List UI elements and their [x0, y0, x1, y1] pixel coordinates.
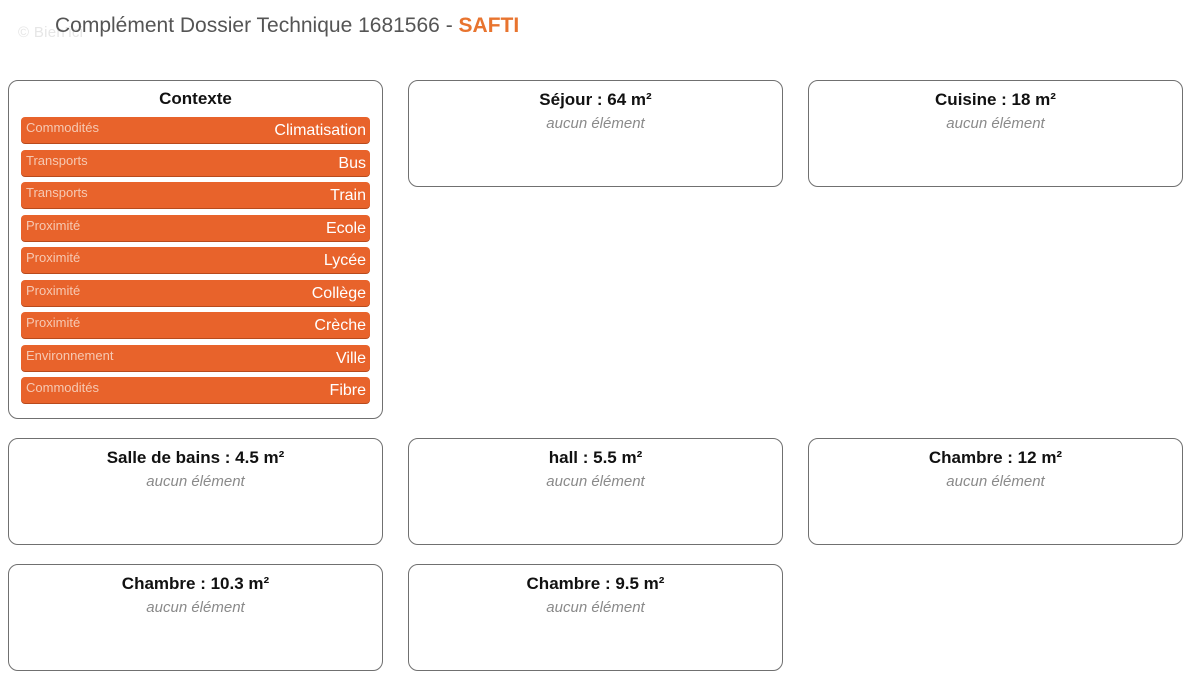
watermark: © Bien'ici	[18, 24, 84, 41]
contexte-item-value: Crèche	[314, 317, 366, 334]
contexte-title: Contexte	[159, 89, 232, 108]
contexte-list: Commodités Climatisation Transports Bus …	[21, 117, 370, 410]
contexte-item: Transports Train	[21, 182, 370, 208]
room-empty-text: aucun élément	[946, 115, 1045, 132]
room-title: Séjour : 64 m²	[539, 90, 652, 109]
contexte-item: Transports Bus	[21, 149, 370, 176]
room-title: hall : 5.5 m²	[548, 448, 643, 467]
room-title: Chambre : 9.5 m²	[526, 574, 665, 593]
brand-name: SAFTI	[458, 14, 520, 37]
contexte-item: Proximité Collège	[21, 279, 370, 306]
contexte-item-category: Commodités	[26, 120, 99, 135]
contexte-item-value: Climatisation	[274, 122, 366, 139]
contexte-item-category: Proximité	[26, 250, 81, 265]
room-empty-text: aucun élément	[546, 115, 645, 132]
contexte-item: Commodités Fibre	[21, 377, 370, 403]
room-title: Chambre : 12 m²	[928, 448, 1063, 467]
contexte-item-value: Fibre	[329, 382, 366, 399]
room-card-chambre-3: Chambre : 9.5 m² aucun élément	[408, 564, 783, 671]
contexte-item-value: Collège	[311, 284, 366, 302]
contexte-card: Contexte Commodités Climatisation Transp…	[8, 80, 383, 419]
room-card-salle-de-bains: Salle de bains : 4.5 m² aucun élément	[8, 438, 383, 545]
room-empty-text: aucun élément	[546, 473, 645, 490]
contexte-item: Proximité Lycée	[21, 247, 370, 273]
contexte-item: Commodités Climatisation	[21, 117, 370, 143]
room-empty-text: aucun élément	[146, 473, 245, 490]
contexte-item-value: Ville	[336, 349, 366, 367]
contexte-item: Proximité Ecole	[21, 214, 370, 241]
room-empty-text: aucun élément	[146, 599, 245, 616]
contexte-item-value: Train	[330, 187, 366, 204]
contexte-item-category: Proximité	[26, 315, 81, 330]
title-separator: -	[439, 14, 459, 37]
room-card-hall: hall : 5.5 m² aucun élément	[408, 438, 783, 545]
contexte-item-category: Transports	[26, 152, 88, 168]
contexte-item-category: Proximité	[26, 217, 81, 233]
room-empty-text: aucun élément	[546, 599, 645, 616]
room-card-cuisine: Cuisine : 18 m² aucun élément	[808, 80, 1183, 187]
contexte-item-value: Ecole	[325, 219, 366, 237]
contexte-item: Environnement Ville	[21, 344, 370, 371]
contexte-item-value: Lycée	[323, 252, 366, 269]
contexte-item-category: Transports	[26, 185, 88, 200]
title-text: Complément Dossier Technique 1681566	[55, 14, 440, 37]
room-card-chambre-2: Chambre : 10.3 m² aucun élément	[8, 564, 383, 671]
room-title: Chambre : 10.3 m²	[121, 574, 270, 593]
room-card-chambre-1: Chambre : 12 m² aucun élément	[808, 438, 1183, 545]
room-title: Salle de bains : 4.5 m²	[106, 448, 285, 467]
room-empty-text: aucun élément	[946, 473, 1045, 490]
contexte-item: Proximité Crèche	[21, 312, 370, 338]
contexte-item-category: Commodités	[26, 380, 99, 395]
page-title: Complément Dossier Technique 1681566 - S…	[55, 14, 519, 38]
contexte-item-category: Proximité	[26, 282, 81, 298]
contexte-item-value: Bus	[338, 154, 366, 172]
room-title: Cuisine : 18 m²	[935, 90, 1056, 109]
contexte-item-category: Environnement	[26, 347, 114, 363]
room-card-sejour: Séjour : 64 m² aucun élément	[408, 80, 783, 187]
